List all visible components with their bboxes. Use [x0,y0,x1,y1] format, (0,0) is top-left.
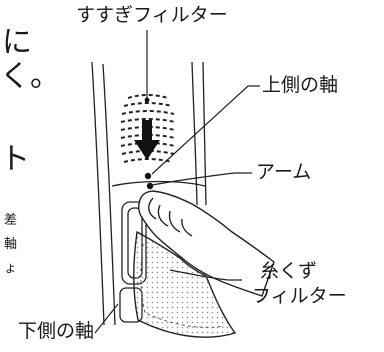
cropped-text-jiku: 軸 [4,237,18,252]
upper-shaft-dot [144,97,150,103]
arm-dot [146,182,154,190]
down-arrow-icon [134,120,160,160]
upper-shaft-label: 上側の軸 [262,74,339,96]
rinse-filter-slots [120,94,176,163]
lower-shaft-label: 下側の軸 [18,320,95,342]
upper-shaft-dot-lower [144,172,152,180]
cropped-text-to: ト [0,142,30,177]
lint-filter-label-line2: フィルター [252,285,347,307]
arm-label: アーム [256,161,312,183]
cropped-text-ku: く。 [0,59,60,94]
leader-lines [94,30,260,334]
cropped-text-sa: 差 [4,213,18,228]
lint-filter-bag [133,230,237,338]
cropped-text-ni: に [2,25,32,60]
tub-wall-lines [91,61,207,326]
hand-illustration [138,190,275,297]
lint-filter-label-line1: 糸くず [260,260,318,282]
rinse-filter-label: すすぎフィルター [76,4,228,26]
cropped-text-yo: ょ [4,261,18,276]
